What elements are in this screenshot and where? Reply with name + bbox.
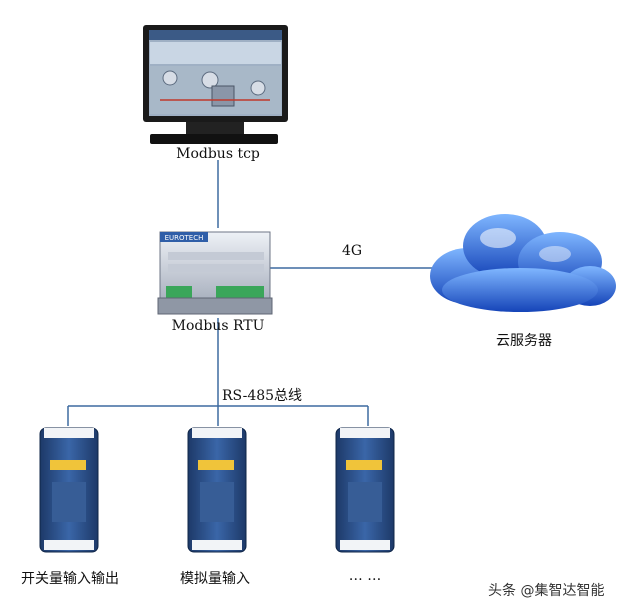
- gateway-brand-text: EUROTECH: [165, 234, 204, 242]
- module-3-label: … …: [348, 568, 382, 584]
- io-module-2-image: [187, 427, 247, 553]
- io-module-1-image: [39, 427, 99, 553]
- gateway-label: Modbus RTU: [171, 318, 265, 334]
- connection-lines: [67, 160, 440, 426]
- monitor-image: [143, 25, 288, 144]
- rs485-bus-label: RS-485总线: [221, 388, 303, 404]
- watermark-text: 头条 @集智达智能: [488, 583, 605, 599]
- io-module-3-image: [335, 427, 395, 553]
- cloud-image: [430, 214, 616, 312]
- link-4g-label: 4G: [341, 243, 363, 259]
- gateway-device-image: EUROTECH: [157, 231, 273, 315]
- cloud-label: 云服务器: [496, 333, 552, 349]
- module-1-label: 开关量输入输出: [21, 571, 119, 587]
- monitor-label: Modbus tcp: [176, 146, 260, 162]
- module-2-label: 模拟量输入: [180, 571, 250, 587]
